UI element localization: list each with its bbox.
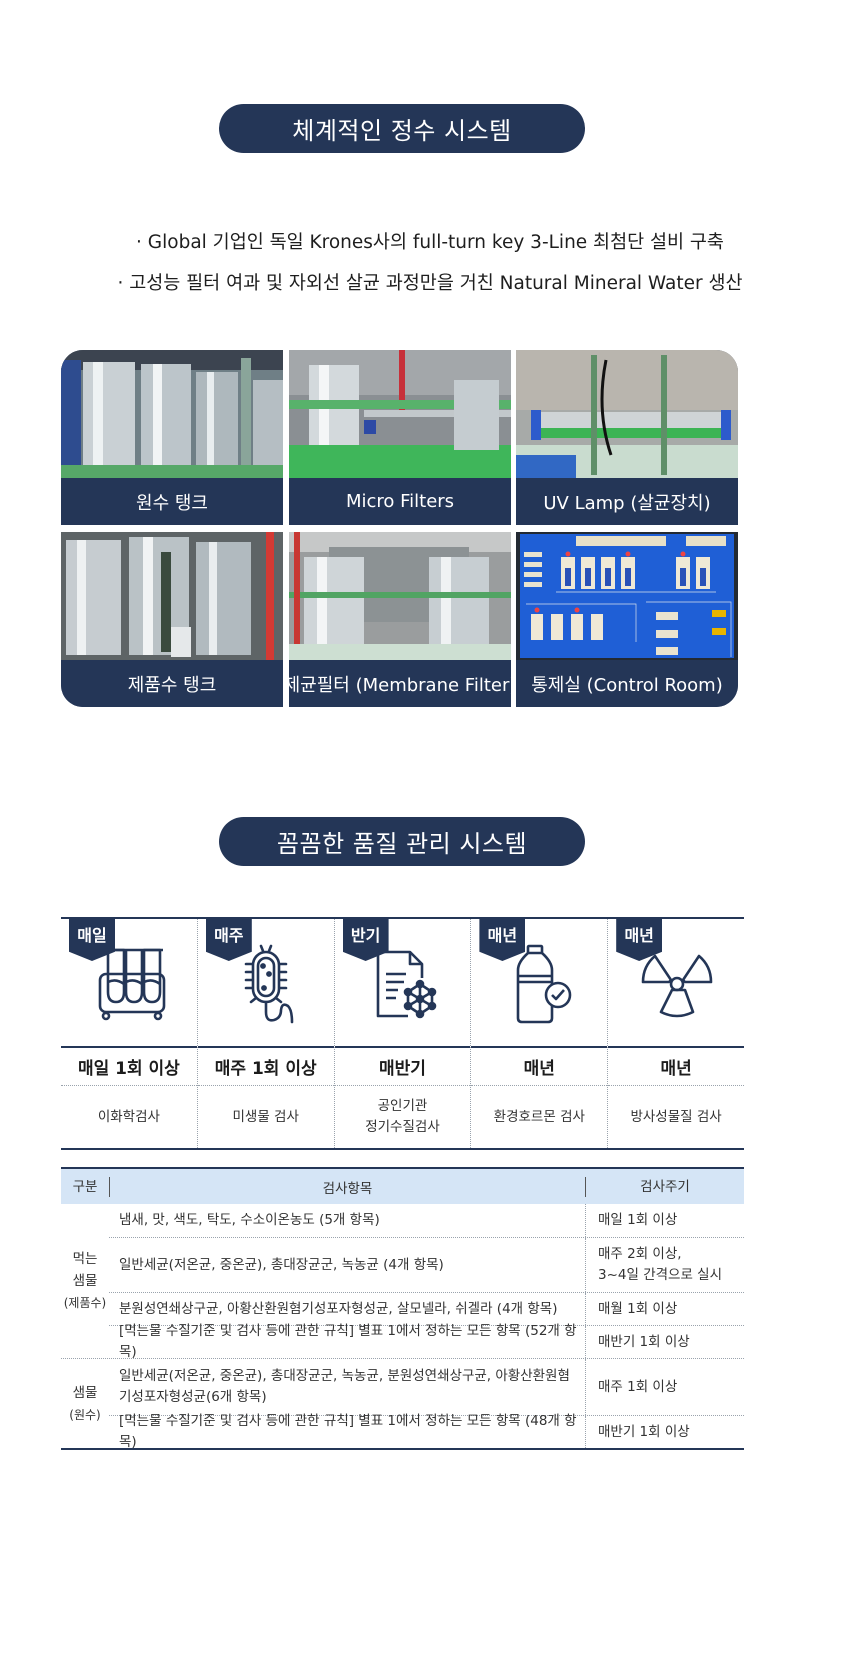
frequency-label: 매반기: [334, 1048, 471, 1086]
inspection-item: [먹는물 수질기준 및 검사 등에 관한 규칙] 별표 1에서 정하는 모든 항…: [119, 1413, 577, 1450]
inspection-cycle: 매일 1회 이상: [585, 1204, 744, 1237]
cycle-text: 매주 2회 이상,: [598, 1246, 682, 1262]
raw-water-tank-photo: [61, 350, 283, 478]
facility-label: 통제실 (Control Room): [516, 660, 738, 707]
schedule-column: 매년 매년 환경호르몬 검사: [471, 919, 609, 1148]
inspection-cycle: 매반기 1회 이상: [585, 1326, 744, 1358]
inspection-item: 분원성연쇄상구균, 아황산환원혐기성포자형성균, 살모넬라, 쉬겔라 (4개 항…: [119, 1300, 558, 1317]
bottle-check-icon: [517, 944, 572, 1024]
inspection-kind: 이화학검사: [61, 1086, 197, 1148]
facility-label: 제품수 탱크: [61, 660, 283, 707]
bullet-line: · Global 기업인 독일 Krones사의 full-turn key 3…: [136, 232, 724, 253]
group-name: 먹는: [72, 1251, 98, 1267]
column-header: 검사항목: [322, 1180, 373, 1197]
inspection-item: 일반세균(저온균, 중온균), 총대장균군, 녹농균, 분원성연쇄상구균, 아황…: [119, 1368, 570, 1405]
inspection-item: [먹는물 수질기준 및 검사 등에 관한 규칙] 별표 1에서 정하는 모든 항…: [119, 1323, 577, 1360]
facility-tile: Micro Filters: [289, 350, 511, 525]
group-subname: (원수): [69, 1407, 101, 1422]
inspection-detail-table: 구분 검사항목 검사주기 먹는 샘물 (제품수) 냄새, 맛, 색도, 탁도, …: [61, 1167, 744, 1450]
intro-bullets: · Global 기업인 독일 Krones사의 full-turn key 3…: [0, 228, 860, 310]
table-group: 먹는 샘물 (제품수) 냄새, 맛, 색도, 탁도, 수소이온농도 (5개 항목…: [61, 1204, 744, 1360]
column-header: 구분: [61, 1176, 110, 1197]
table-row: 분원성연쇄상구균, 아황산환원혐기성포자형성균, 살모넬라, 쉬겔라 (4개 항…: [109, 1293, 744, 1326]
group-label: 먹는 샘물 (제품수): [61, 1204, 109, 1358]
inspection-kind-text: 방사성물질 검사: [630, 1108, 722, 1125]
facility-label: UV Lamp (살균장치): [516, 478, 738, 525]
section-title-text: 꼼꼼한 품질 관리 시스템: [276, 830, 528, 858]
inspection-kind: 미생물 검사: [198, 1086, 334, 1148]
section-title-purification: 체계적인 정수 시스템: [219, 104, 585, 153]
period-badge: 매년: [479, 919, 526, 961]
inspection-kind: 환경호르몬 검사: [471, 1086, 607, 1148]
table-row: [먹는물 수질기준 및 검사 등에 관한 규칙] 별표 1에서 정하는 모든 항…: [109, 1413, 744, 1450]
section-title-text: 체계적인 정수 시스템: [292, 117, 512, 145]
facility-photo-grid: 원수 탱크 Micro Filters UV Lamp (살균장치): [61, 350, 738, 707]
schedule-column: 매일 매일 1회 이상 이화학검사: [61, 919, 198, 1148]
table-group: 샘물 (원수) 일반세균(저온균, 중온균), 총대장균군, 녹농균, 분원성연…: [61, 1359, 744, 1450]
product-tank-photo: [61, 532, 283, 660]
document-network-icon: [376, 950, 436, 1019]
group-subname: (제품수): [63, 1296, 107, 1310]
facility-label: 원수 탱크: [61, 478, 283, 525]
frequency-label: 매년: [608, 1048, 744, 1086]
period-badge: 매년: [616, 919, 663, 961]
table-row: 일반세균(저온균, 중온균), 총대장균군, 녹농균 (4개 항목) 매주 2회…: [109, 1238, 744, 1293]
membrane-filter-photo: [289, 532, 511, 660]
column-header: 검사주기: [585, 1176, 744, 1197]
frequency-label: 매주 1회 이상: [197, 1048, 334, 1086]
facility-tile: 원수 탱크: [61, 350, 283, 525]
facility-tile: UV Lamp (살균장치): [516, 350, 738, 525]
table-header: 구분 검사항목 검사주기: [61, 1167, 744, 1204]
divider: [61, 1148, 744, 1150]
inspection-cycle: 매반기 1회 이상: [585, 1416, 744, 1448]
micro-filters-photo: [289, 350, 511, 478]
bacteria-icon: [244, 944, 294, 1024]
inspection-kind: 방사성물질 검사: [608, 1086, 744, 1148]
group-label: 샘물 (원수): [61, 1359, 109, 1448]
section-title-quality: 꼼꼼한 품질 관리 시스템: [219, 817, 585, 866]
inspection-kind-text: 미생물 검사: [232, 1108, 299, 1125]
facility-tile: 제품수 탱크: [61, 532, 283, 707]
control-room-photo: [516, 532, 738, 660]
inspection-item: 일반세균(저온균, 중온균), 총대장균군, 녹농균 (4개 항목): [119, 1256, 444, 1273]
radiation-icon: [641, 954, 713, 1018]
schedule-column: 매주 매주 1회 이상 미생물 검사: [197, 919, 335, 1148]
facility-tile: 통제실 (Control Room): [516, 532, 738, 707]
period-badge: 반기: [342, 919, 389, 961]
inspection-kind-text: 정기수질검사: [365, 1119, 440, 1135]
inspection-cycle: 매월 1회 이상: [585, 1293, 744, 1325]
uv-lamp-photo: [516, 350, 738, 478]
table-row: 일반세균(저온균, 중온균), 총대장균군, 녹농균, 분원성연쇄상구균, 아황…: [109, 1359, 744, 1416]
table-row: [먹는물 수질기준 및 검사 등에 관한 규칙] 별표 1에서 정하는 모든 항…: [109, 1323, 744, 1360]
period-badge: 매주: [205, 919, 252, 961]
frequency-label: 매년: [471, 1048, 608, 1086]
facility-label: 제균필터 (Membrane Filter): [289, 660, 511, 707]
schedule-column: 매년 매년 방사성물질 검사: [608, 919, 744, 1148]
facility-tile: 제균필터 (Membrane Filter): [289, 532, 511, 707]
divider: [61, 917, 744, 919]
inspection-schedule: 매일 매일 1회 이상 이화학검사 매주: [61, 917, 744, 1150]
inspection-cycle: 매주 1회 이상: [585, 1359, 744, 1415]
table-row: 냄새, 맛, 색도, 탁도, 수소이온농도 (5개 항목) 매일 1회 이상: [109, 1204, 744, 1238]
inspection-kind-text: 이화학검사: [97, 1108, 160, 1125]
facility-label: Micro Filters: [289, 478, 511, 525]
inspection-kind-text: 환경호르몬 검사: [493, 1108, 585, 1125]
test-tubes-icon: [98, 948, 166, 1021]
inspection-item: 냄새, 맛, 색도, 탁도, 수소이온농도 (5개 항목): [119, 1212, 380, 1228]
inspection-cycle: 매주 2회 이상, 3~4일 간격으로 실시: [585, 1238, 744, 1292]
inspection-kind-text: 공인기관: [377, 1098, 428, 1114]
frequency-label: 매일 1회 이상: [61, 1048, 197, 1086]
group-name: 샘물: [72, 1384, 98, 1401]
cycle-text: 3~4일 간격으로 실시: [598, 1267, 723, 1283]
group-name: 샘물: [72, 1273, 98, 1289]
bullet-line: · 고성능 필터 여과 및 자외선 살균 과정만을 거친 Natural Min…: [117, 273, 743, 294]
